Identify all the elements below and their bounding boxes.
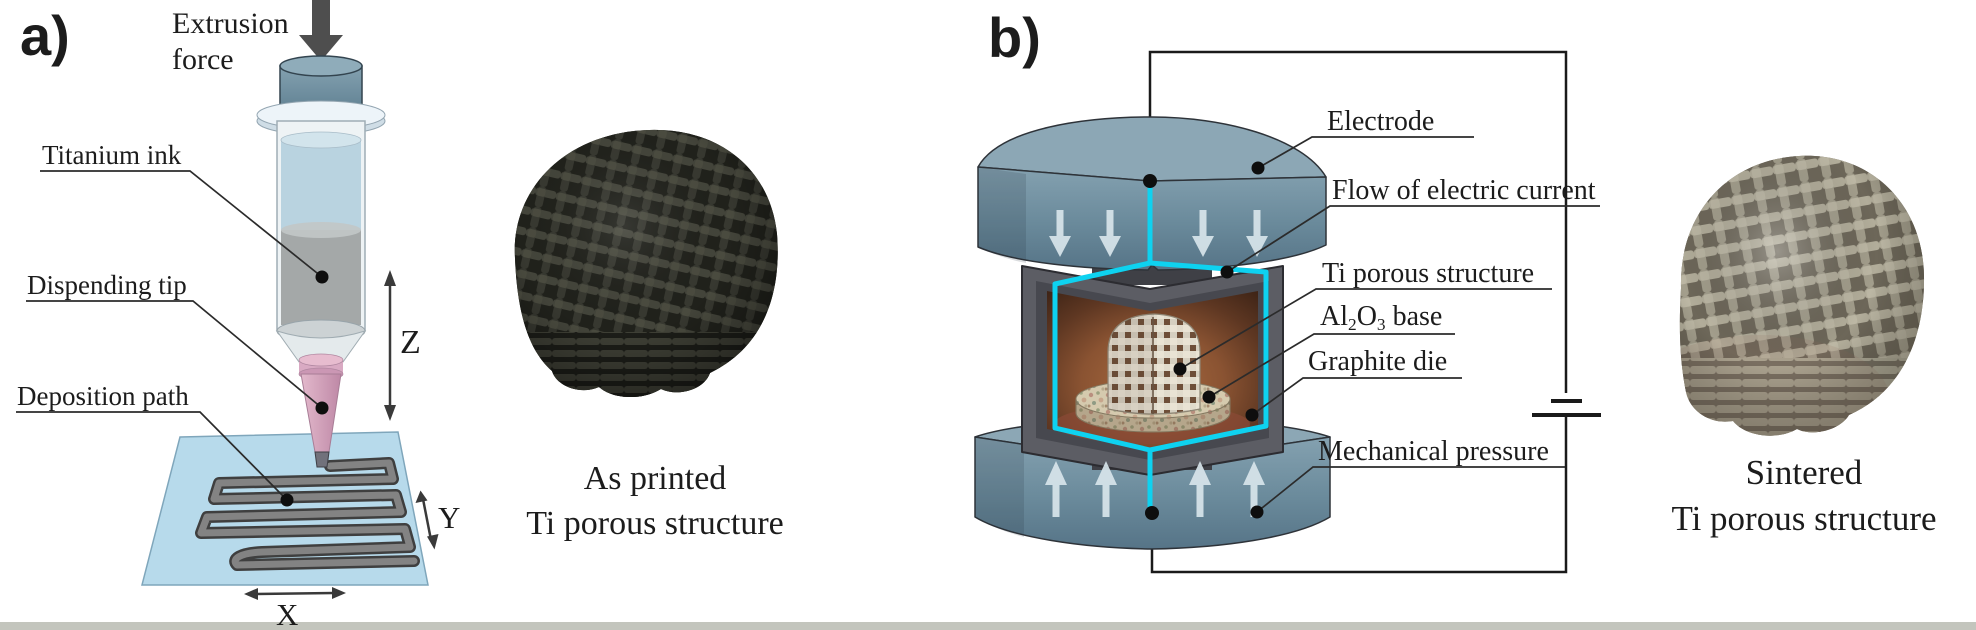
as-printed-caption-line1: As printed	[583, 460, 727, 497]
current-path-line	[1052, 179, 1269, 516]
y-axis-arrow	[415, 490, 439, 550]
extrusion-force-arrow-icon	[299, 0, 343, 61]
panel-b-leader-dots	[1143, 161, 1265, 520]
syringe-barrel	[275, 120, 367, 367]
sintered-photo	[1679, 155, 1925, 436]
sintered-caption-line2: Ti porous structure	[1671, 499, 1937, 538]
al2o3-base-label-sub1: 2	[1348, 314, 1357, 334]
ti-lattice-sample	[1107, 313, 1201, 416]
panel-a-leader-lines	[16, 170, 323, 501]
sintered-caption: Sintered Ti porous structure	[1632, 450, 1976, 542]
bottom-edge-strip	[0, 622, 1976, 630]
titanium-ink-label: Titanium ink	[42, 140, 182, 170]
syringe	[256, 0, 386, 468]
as-printed-caption-line2: Ti porous structure	[526, 505, 784, 542]
sintered-caption-line1: Sintered	[1745, 453, 1863, 492]
graphite-die-label: Graphite die	[1308, 346, 1448, 377]
panel-a-letter: a)	[20, 4, 70, 67]
current-flow-label: Flow of electric current	[1332, 175, 1596, 206]
panel-b-letter: b)	[988, 6, 1041, 69]
ti-porous-structure-label: Ti porous structure	[1322, 258, 1535, 289]
extrusion-force-label: Extrusion force	[172, 7, 289, 76]
y-axis-label: Y	[438, 500, 461, 535]
x-axis-label: X	[276, 597, 299, 630]
al2o3-base-label-suffix: base	[1385, 301, 1443, 332]
battery-symbol	[1532, 399, 1601, 417]
x-axis-arrow	[244, 587, 346, 600]
al2o3-base-label-prefix: Al	[1320, 301, 1348, 332]
panel-a-leader-dots	[280, 270, 329, 507]
panel-b-leader-lines	[1179, 136, 1600, 513]
al2o3-base-label-mid: O	[1356, 301, 1377, 332]
electrode-label: Electrode	[1327, 106, 1435, 137]
al2o3-base-label-sub2: 3	[1376, 314, 1386, 334]
deposition-path-line	[195, 457, 420, 571]
deposition-path-label: Deposition path	[17, 381, 189, 411]
mechanical-pressure-label: Mechanical pressure	[1318, 436, 1549, 467]
as-printed-caption: As printed Ti porous structure	[500, 456, 810, 546]
as-printed-photo	[514, 129, 778, 398]
z-axis-arrow	[384, 270, 396, 421]
dispensing-tip-label: Dispending tip	[27, 270, 187, 300]
pressure-arrows-down	[1049, 210, 1268, 257]
z-axis-label: Z	[400, 324, 421, 361]
al2o3-base-label: Al2O3 base	[1320, 301, 1442, 340]
